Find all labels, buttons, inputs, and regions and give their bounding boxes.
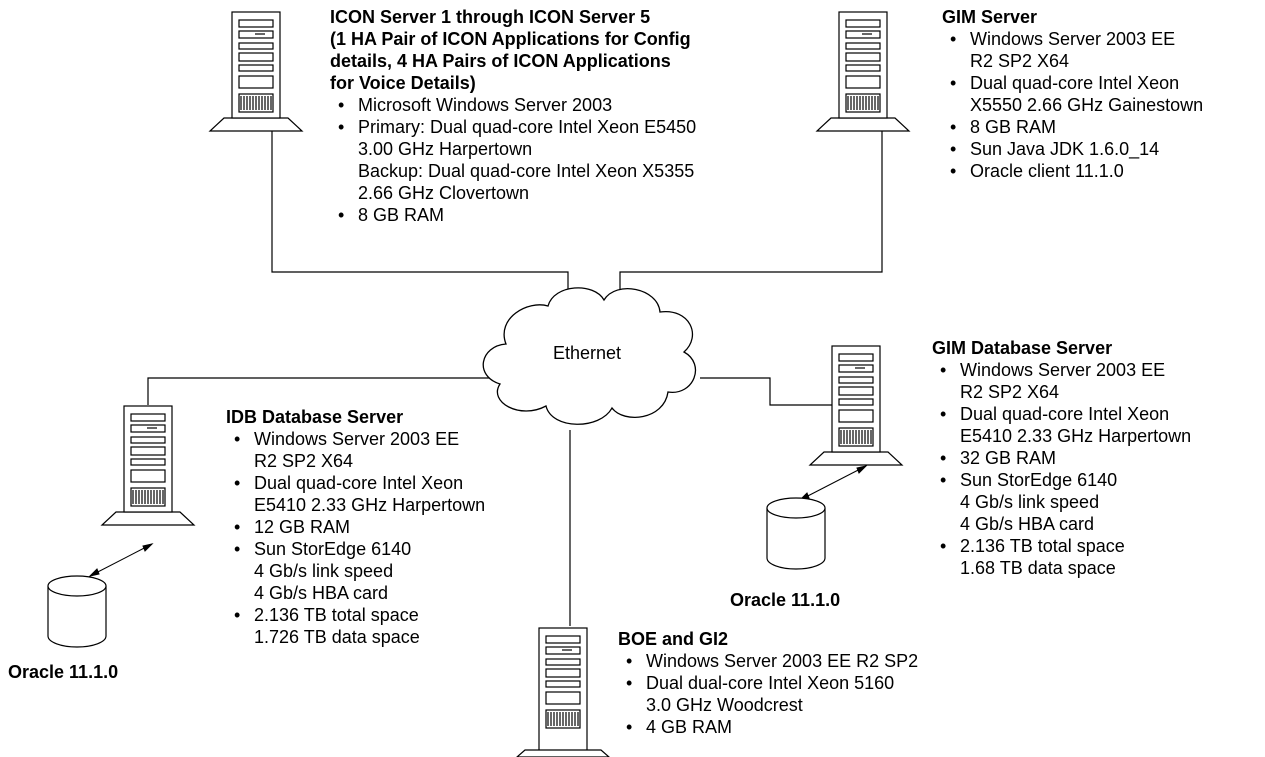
spec-line: 8 GB RAM bbox=[358, 205, 445, 225]
gim-server-title: GIM Server bbox=[942, 7, 1038, 27]
spec-item: 32 GB RAM bbox=[940, 447, 1191, 469]
spec-item: Windows Server 2003 EE R2 SP2 X64 bbox=[234, 428, 485, 472]
spec-item: Microsoft Windows Server 2003 bbox=[338, 94, 696, 116]
gim-database-server-spec-list: Windows Server 2003 EE R2 SP2 X64 Dual q… bbox=[932, 359, 1191, 579]
spec-item: Sun StorEdge 6140 4 Gb/s link speed 4 Gb… bbox=[234, 538, 485, 604]
boe-server-tower-icon bbox=[516, 627, 610, 757]
spec-item: 2.136 TB total space 1.726 TB data space bbox=[234, 604, 485, 648]
idb-oracle-label: Oracle 11.1.0 bbox=[8, 662, 119, 682]
spec-line: 2.136 TB total space bbox=[254, 605, 419, 625]
spec-line: Dual quad-core Intel Xeon bbox=[970, 73, 1180, 93]
spec-line: 1.726 TB data space bbox=[254, 627, 420, 647]
spec-line: 4 GB RAM bbox=[646, 717, 733, 737]
spec-line: 2.136 TB total space bbox=[960, 536, 1125, 556]
ethernet-label: Ethernet bbox=[553, 343, 622, 363]
spec-item: Oracle client 11.1.0 bbox=[950, 160, 1203, 182]
link-icon-servers bbox=[271, 130, 569, 300]
spec-line: Windows Server 2003 EE bbox=[960, 360, 1166, 380]
spec-line: Dual quad-core Intel Xeon bbox=[960, 404, 1170, 424]
icon-servers-title-line: (1 HA Pair of ICON Applications for Conf… bbox=[330, 29, 691, 49]
spec-line: Primary: Dual quad-core Intel Xeon E5450 bbox=[358, 117, 697, 137]
spec-line: 4 Gb/s link speed bbox=[254, 561, 394, 581]
spec-line: Sun StorEdge 6140 bbox=[960, 470, 1118, 490]
gim-db-storage-disk-icon bbox=[766, 497, 826, 570]
spec-line: Sun StorEdge 6140 bbox=[254, 539, 412, 559]
idb-storage-disk-icon bbox=[47, 575, 107, 648]
spec-line: 32 GB RAM bbox=[960, 448, 1057, 468]
idb-database-server-spec: IDB Database Server Windows Server 2003 … bbox=[226, 406, 485, 648]
spec-line: 1.68 TB data space bbox=[960, 558, 1116, 578]
link-gim-server bbox=[619, 130, 883, 300]
spec-line: 3.0 GHz Woodcrest bbox=[646, 695, 803, 715]
spec-item: Windows Server 2003 EE R2 SP2 bbox=[626, 650, 919, 672]
idb-storage-link bbox=[89, 543, 153, 577]
spec-line: 4 Gb/s HBA card bbox=[960, 514, 1095, 534]
spec-line: R2 SP2 X64 bbox=[254, 451, 354, 471]
spec-item: Primary: Dual quad-core Intel Xeon E5450… bbox=[338, 116, 697, 204]
idb-database-server-spec-list: Windows Server 2003 EE R2 SP2 X64 Dual q… bbox=[226, 428, 485, 648]
idb-database-server-title: IDB Database Server bbox=[226, 407, 404, 427]
spec-item: 2.136 TB total space 1.68 TB data space bbox=[940, 535, 1191, 579]
link-idb-server bbox=[147, 377, 524, 405]
spec-item: Dual quad-core Intel Xeon E5410 2.33 GHz… bbox=[234, 472, 486, 516]
spec-line: E5410 2.33 GHz Harpertown bbox=[254, 495, 486, 515]
spec-line: Windows Server 2003 EE R2 SP2 bbox=[646, 651, 919, 671]
spec-line: Windows Server 2003 EE bbox=[970, 29, 1176, 49]
spec-line: 12 GB RAM bbox=[254, 517, 351, 537]
spec-line: 8 GB RAM bbox=[970, 117, 1057, 137]
spec-item: 8 GB RAM bbox=[950, 116, 1203, 138]
spec-line: Sun Java JDK 1.6.0_14 bbox=[970, 139, 1160, 159]
gim-database-server-title: GIM Database Server bbox=[932, 338, 1113, 358]
icon-server-tower-icon bbox=[208, 11, 304, 132]
gim-db-storage-link bbox=[799, 465, 867, 501]
icon-servers-spec-list: Microsoft Windows Server 2003 Primary: D… bbox=[330, 94, 696, 226]
spec-line: 3.00 GHz Harpertown bbox=[358, 139, 533, 159]
spec-line: R2 SP2 X64 bbox=[960, 382, 1060, 402]
spec-line: Dual dual-core Intel Xeon 5160 bbox=[646, 673, 895, 693]
spec-line: Windows Server 2003 EE bbox=[254, 429, 460, 449]
spec-item: 12 GB RAM bbox=[234, 516, 485, 538]
gim-database-server-tower-icon bbox=[808, 345, 904, 466]
spec-item: Windows Server 2003 EE R2 SP2 X64 bbox=[940, 359, 1191, 403]
spec-line: X5550 2.66 GHz Gainestown bbox=[970, 95, 1204, 115]
gim-database-server-spec: GIM Database Server Windows Server 2003 … bbox=[932, 337, 1191, 579]
spec-item: Sun StorEdge 6140 4 Gb/s link speed 4 Gb… bbox=[940, 469, 1191, 535]
icon-servers-title-line: ICON Server 1 through ICON Server 5 bbox=[330, 7, 651, 27]
spec-item: Sun Java JDK 1.6.0_14 bbox=[950, 138, 1203, 160]
spec-line: Oracle client 11.1.0 bbox=[970, 161, 1124, 181]
gim-db-oracle-label: Oracle 11.1.0 bbox=[730, 590, 841, 610]
boe-server-title: BOE and GI2 bbox=[618, 629, 729, 649]
spec-item: Dual quad-core Intel Xeon E5410 2.33 GHz… bbox=[940, 403, 1192, 447]
spec-item: 8 GB RAM bbox=[338, 204, 696, 226]
spec-item: Windows Server 2003 EE R2 SP2 X64 bbox=[950, 28, 1203, 72]
spec-item: Dual quad-core Intel Xeon X5550 2.66 GHz… bbox=[950, 72, 1204, 116]
link-gim-db-server bbox=[700, 377, 850, 406]
icon-servers-title-line: for Voice Details) bbox=[330, 73, 476, 93]
spec-line: Dual quad-core Intel Xeon bbox=[254, 473, 464, 493]
spec-line: 4 Gb/s HBA card bbox=[254, 583, 389, 603]
boe-server-spec: BOE and GI2 Windows Server 2003 EE R2 SP… bbox=[618, 628, 918, 738]
ethernet-cloud bbox=[482, 287, 697, 425]
spec-line: 4 Gb/s link speed bbox=[960, 492, 1100, 512]
spec-item: Dual dual-core Intel Xeon 5160 3.0 GHz W… bbox=[626, 672, 918, 716]
idb-database-server-tower-icon bbox=[100, 405, 196, 526]
spec-item: 4 GB RAM bbox=[626, 716, 918, 738]
spec-line: Backup: Dual quad-core Intel Xeon X5355 bbox=[358, 161, 695, 181]
gim-server-spec: GIM Server Windows Server 2003 EE R2 SP2… bbox=[942, 6, 1203, 182]
gim-server-spec-list: Windows Server 2003 EE R2 SP2 X64 Dual q… bbox=[942, 28, 1203, 182]
icon-servers-spec: ICON Server 1 through ICON Server 5 (1 H… bbox=[330, 6, 696, 226]
boe-server-spec-list: Windows Server 2003 EE R2 SP2 Dual dual-… bbox=[618, 650, 918, 738]
spec-line: R2 SP2 X64 bbox=[970, 51, 1070, 71]
spec-line: E5410 2.33 GHz Harpertown bbox=[960, 426, 1192, 446]
spec-line: Microsoft Windows Server 2003 bbox=[358, 95, 613, 115]
gim-server-tower-icon bbox=[815, 11, 911, 132]
icon-servers-title-line: details, 4 HA Pairs of ICON Applications bbox=[330, 51, 671, 71]
spec-line: 2.66 GHz Clovertown bbox=[358, 183, 530, 203]
